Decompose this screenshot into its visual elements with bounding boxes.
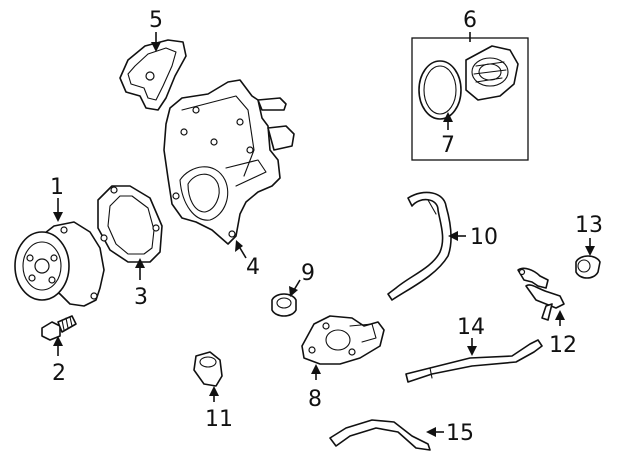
part-14-tube[interactable] [405, 339, 543, 383]
callout-15: 15 [446, 421, 474, 446]
part-8-thermostat-housing[interactable] [301, 315, 385, 365]
part-10-hose[interactable] [387, 191, 452, 301]
callout-14: 14 [457, 315, 485, 340]
leader-lines [53, 32, 595, 437]
part-5-gasket[interactable] [119, 39, 187, 111]
part-13-cap[interactable] [575, 255, 601, 279]
callout-3: 3 [134, 285, 148, 310]
callout-4: 4 [246, 255, 260, 280]
part-15-hose[interactable] [329, 419, 431, 451]
callout-7: 7 [441, 133, 455, 158]
part-3-gasket[interactable] [97, 185, 163, 263]
callout-9: 9 [301, 261, 315, 286]
part-2-bolt[interactable] [41, 315, 77, 341]
callout-12: 12 [549, 333, 577, 358]
part-4-housing[interactable] [163, 79, 295, 245]
part-9-sensor[interactable] [271, 293, 297, 317]
part-11-outlet[interactable] [193, 351, 223, 387]
callout-6: 6 [463, 8, 477, 33]
part-7-seal[interactable] [418, 60, 462, 120]
callout-5: 5 [149, 8, 163, 33]
callout-1: 1 [50, 175, 64, 200]
callout-8: 8 [308, 387, 322, 412]
callout-11: 11 [205, 407, 233, 432]
part-1-water-pump[interactable] [14, 221, 105, 307]
callout-10: 10 [470, 225, 498, 250]
part-12-pipe[interactable] [517, 267, 565, 321]
part-6-thermostat[interactable] [465, 45, 519, 101]
callout-2: 2 [52, 361, 66, 386]
callout-13: 13 [575, 213, 603, 238]
